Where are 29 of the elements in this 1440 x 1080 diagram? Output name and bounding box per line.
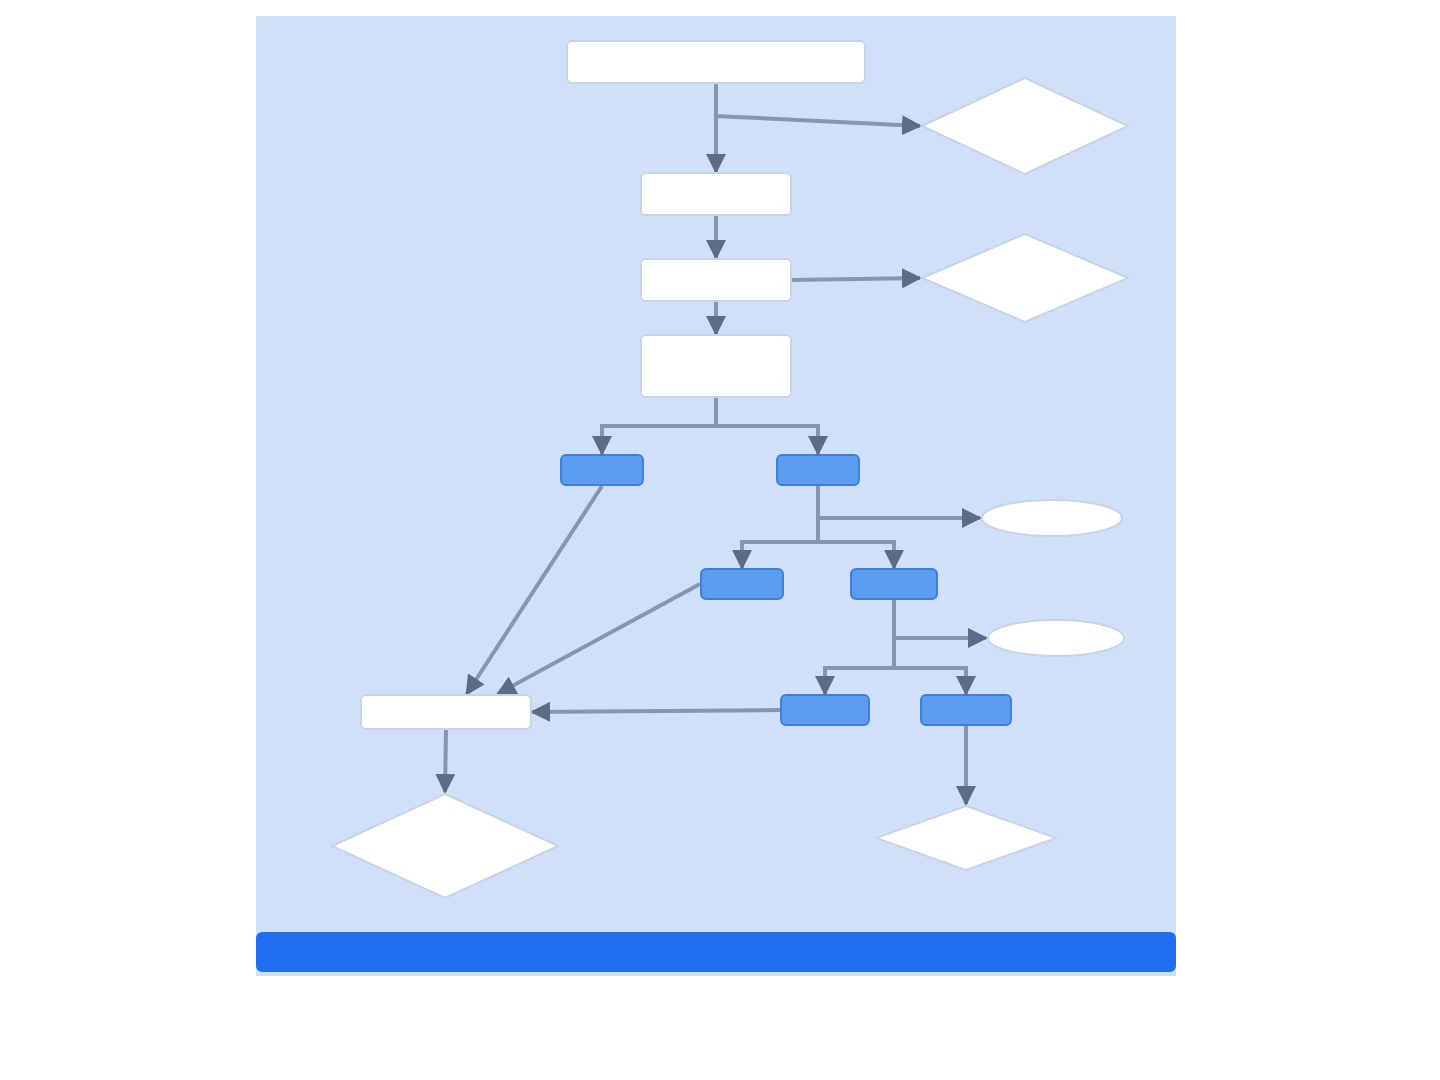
arrow (706, 216, 726, 260)
process-box (640, 334, 792, 398)
process-box (776, 454, 860, 486)
process-box (780, 694, 870, 726)
arrow (706, 84, 726, 174)
terminal-ellipse (980, 498, 1124, 538)
process-box (640, 172, 792, 216)
decision-diamond (874, 804, 1058, 872)
process-box (640, 258, 792, 302)
decision-diamond (330, 792, 560, 900)
arrow (530, 701, 780, 722)
caption-band (256, 932, 1176, 972)
process-box (566, 40, 866, 84)
process-box (360, 694, 532, 730)
process-box (700, 568, 784, 600)
arrow (956, 726, 976, 806)
arrow (714, 398, 828, 456)
arrow (464, 484, 604, 696)
terminal-ellipse (986, 618, 1126, 658)
decision-diamond (920, 76, 1130, 176)
process-box (850, 568, 938, 600)
decision-diamond (920, 232, 1130, 324)
process-box (920, 694, 1012, 726)
arrow (892, 600, 976, 696)
arrow (791, 268, 922, 289)
arrow (706, 302, 726, 336)
arrow (435, 729, 456, 794)
process-box (560, 454, 644, 486)
arrow (495, 582, 701, 696)
